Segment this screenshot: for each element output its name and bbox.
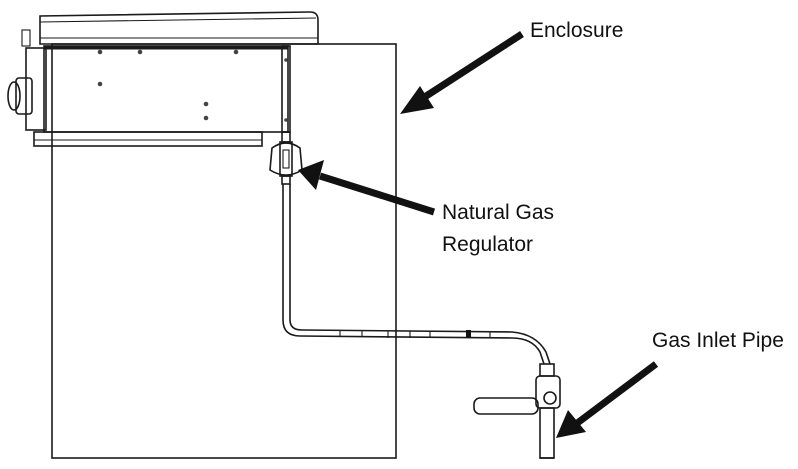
regulator-label-line2: Regulator [442, 233, 534, 256]
inlet-pipe-label: Gas Inlet Pipe [652, 329, 784, 352]
gas-inlet-pipe [473, 363, 561, 459]
inlet-pipe-arrow [556, 361, 659, 438]
heater-unit [7, 11, 319, 147]
enclosure-arrow [400, 31, 524, 114]
natural-gas-regulator [269, 131, 303, 185]
enclosure-box [51, 43, 397, 459]
flex-gas-line [282, 184, 551, 365]
regulator-label-line1: Natural Gas [442, 201, 555, 224]
enclosure-label: Enclosure [530, 19, 624, 42]
regulator-arrow [298, 160, 436, 216]
